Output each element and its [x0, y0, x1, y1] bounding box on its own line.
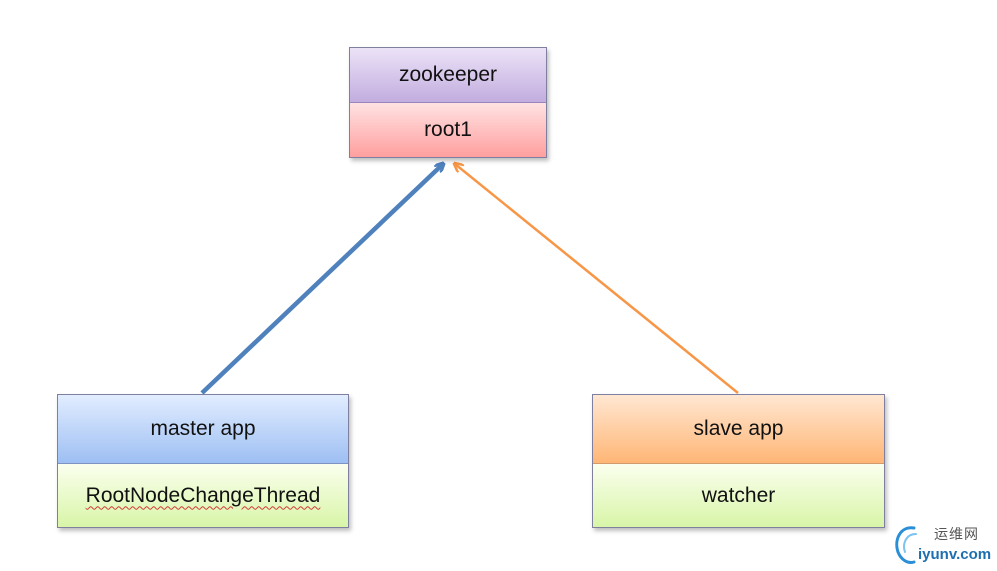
zookeeper-box: zookeeper root1 [349, 47, 547, 158]
watcher-label: watcher [593, 464, 884, 527]
slave-to-root-arrow [455, 164, 739, 394]
master-thread-cell: RootNodeChangeThread [58, 464, 348, 527]
watermark-domain: iyunv.com [918, 546, 992, 563]
master-app-box: master app RootNodeChangeThread [57, 394, 349, 528]
slave-app-title: slave app [593, 395, 884, 464]
watermark-logo: 运维网 iyunv.com [892, 522, 994, 568]
slave-app-box: slave app watcher [592, 394, 885, 528]
master-app-title: master app [58, 395, 348, 464]
master-thread-label: RootNodeChangeThread [85, 483, 321, 507]
zookeeper-title: zookeeper [350, 48, 546, 103]
swirl-logo-icon [895, 526, 917, 564]
watermark-chinese: 运维网 [934, 526, 979, 542]
master-to-root-arrow [200, 164, 443, 395]
root-node-label: root1 [350, 103, 546, 157]
